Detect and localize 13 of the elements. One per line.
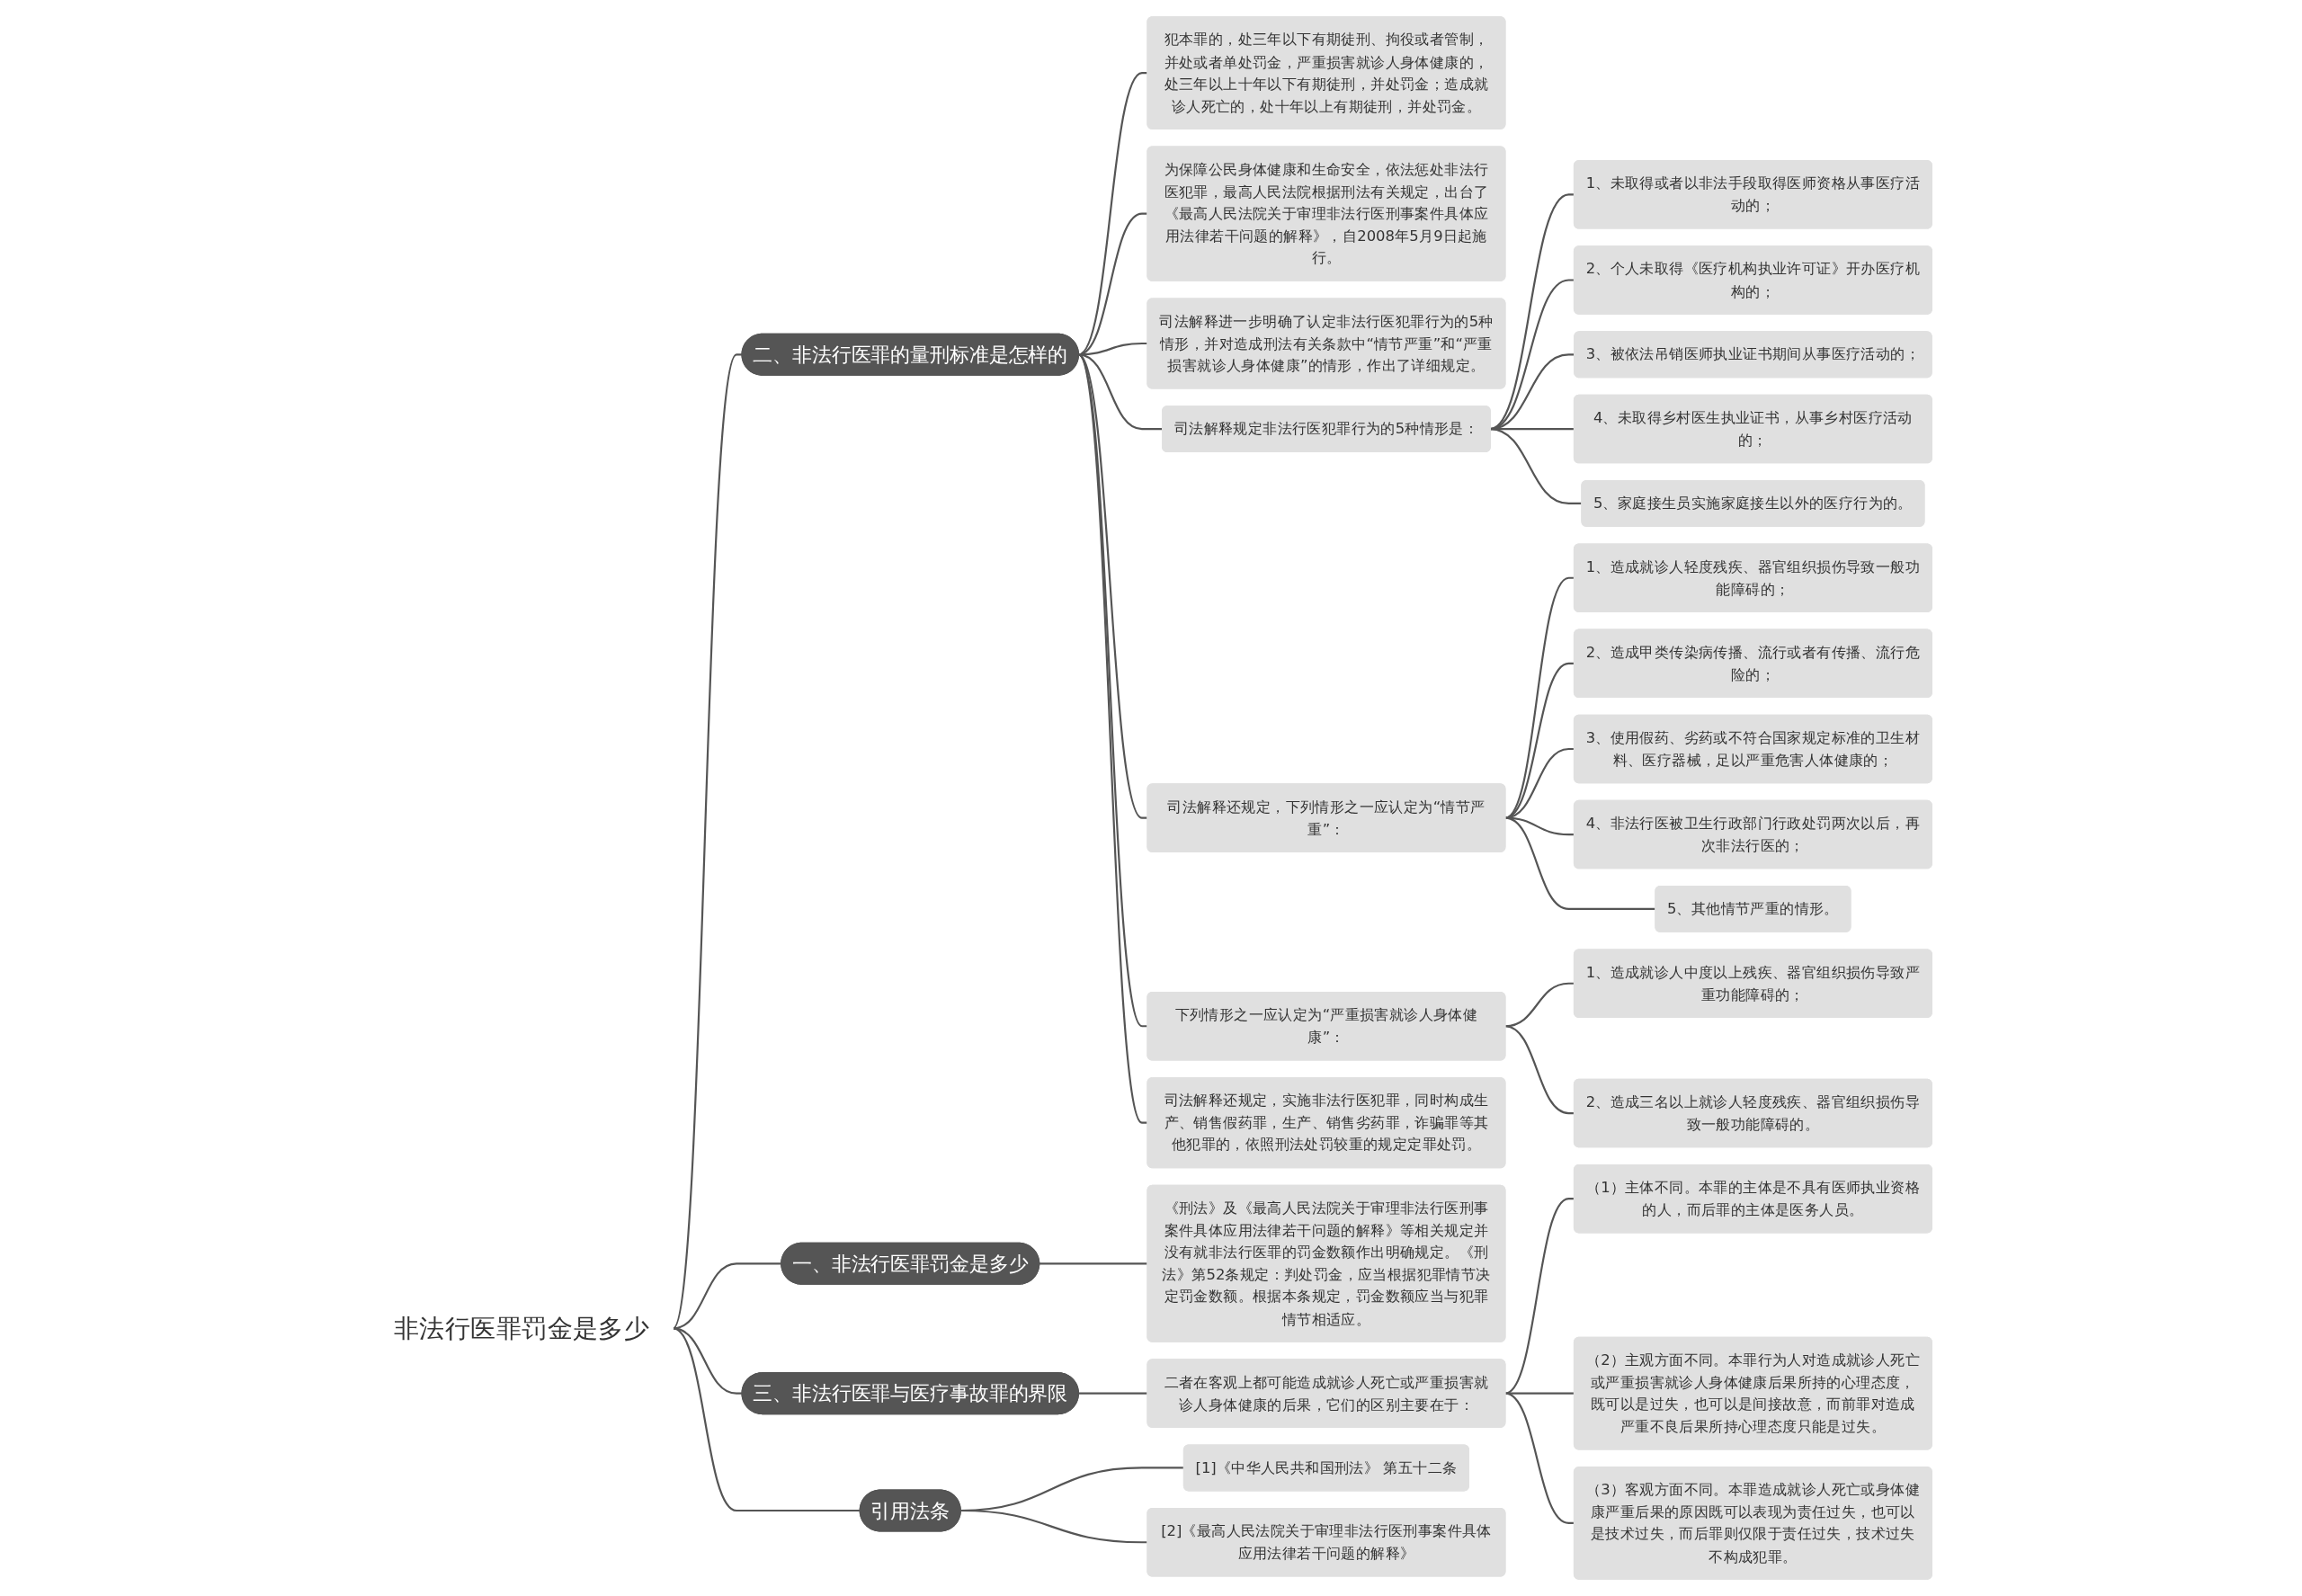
connector	[1504, 576, 1575, 819]
connector	[960, 1509, 1147, 1544]
connector	[1039, 1262, 1147, 1265]
connector	[1504, 1025, 1575, 1115]
connector	[1504, 1392, 1575, 1525]
connector	[1504, 662, 1575, 819]
connector	[1078, 1392, 1147, 1395]
connector	[1490, 428, 1582, 504]
connector	[673, 1262, 781, 1330]
connector	[1078, 342, 1147, 356]
connector	[1504, 1198, 1575, 1395]
node-text: 非法行医罪罚金是多少	[393, 1313, 650, 1343]
connector	[1504, 747, 1575, 819]
